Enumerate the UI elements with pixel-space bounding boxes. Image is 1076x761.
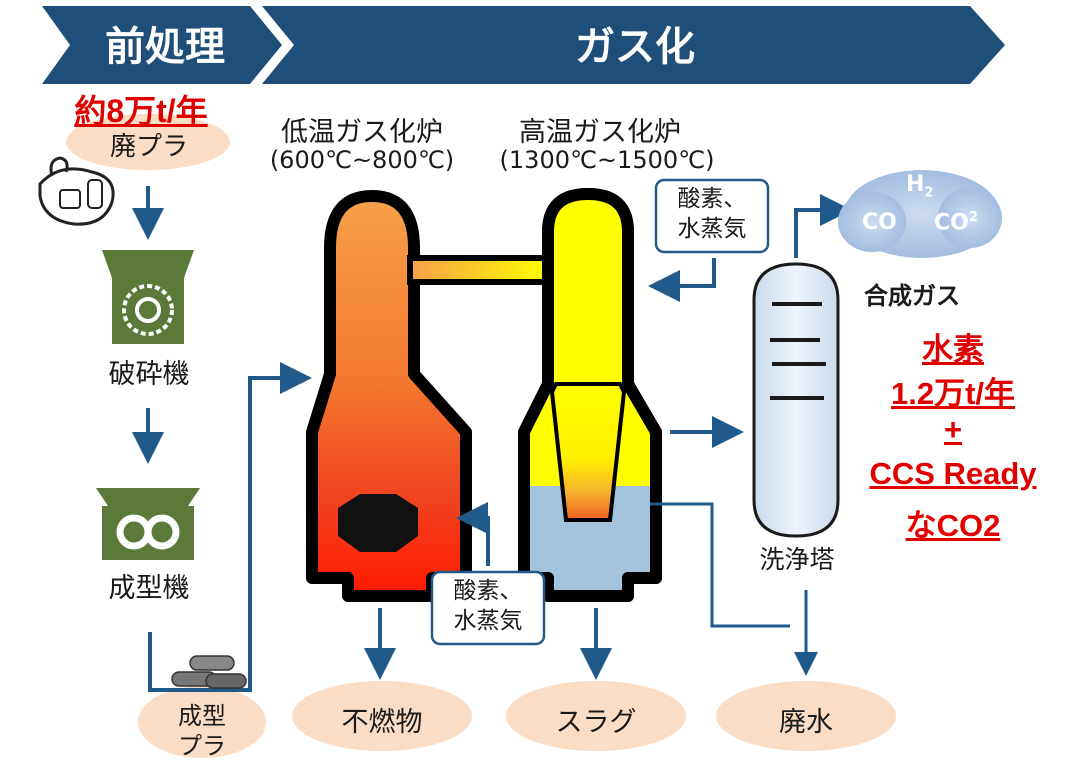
gasification-title: ガス化 (575, 24, 695, 70)
low-temp-range: (600℃~800℃) (269, 146, 455, 174)
callout-hydrogen: 水素 (922, 332, 984, 367)
incombustibles-oval (292, 681, 472, 751)
waste-plastic-oval (66, 114, 230, 170)
plastic-waste-icon (38, 156, 115, 226)
molding-machine (96, 488, 200, 560)
pretreatment-title: 前処理 (105, 24, 225, 70)
callout-hydrogen-amount: 1.2万t/年 (890, 376, 1016, 411)
low-temp-gasifier-name: 低温ガス化炉 (281, 117, 443, 148)
wastewater-oval (716, 681, 896, 751)
oxygen-steam-top-line1: 酸素、 (677, 186, 747, 212)
pretreatment-capacity: 約8万t/年 (74, 93, 208, 129)
crusher-machine (102, 250, 194, 344)
crusher-label: 破砕機 (108, 359, 190, 390)
oxygen-steam-bottom-box (430, 570, 546, 646)
oxygen-steam-top-line2: 水蒸気 (677, 216, 747, 242)
co2-text: CO (934, 210, 969, 236)
molded-plastic-oval (138, 686, 266, 758)
scrubber-label: 洗浄塔 (759, 545, 835, 574)
callout-co2: なCO2 (905, 508, 1001, 543)
syngas-cloud (838, 170, 1002, 258)
syngas-label: 合成ガス (864, 282, 960, 310)
incombustibles-label: 不燃物 (341, 707, 423, 738)
molding-machine-label: 成型機 (108, 573, 190, 604)
slag-label: スラグ (555, 707, 637, 738)
h2-subscript: 2 (924, 185, 934, 201)
connecting-pipe (407, 255, 553, 285)
h2-text: H (906, 172, 925, 197)
molded-plastic-pellets (171, 655, 247, 689)
low-temp-gasifier (306, 190, 472, 602)
h2-label: H2 (906, 172, 933, 200)
molded-plastic-label-2: プラ (178, 732, 226, 760)
oxygen-steam-bottom-line1: 酸素、 (453, 578, 523, 604)
oxygen-steam-bottom-line2: 水蒸気 (453, 608, 523, 634)
high-temp-gasifier (518, 188, 662, 602)
co-label: CO (862, 210, 897, 235)
callout-ccs-ready: CCS Ready (869, 456, 1037, 491)
molded-plastic-label-1: 成型 (178, 702, 226, 730)
high-temp-gasifier-name: 高温ガス化炉 (519, 117, 681, 148)
slag-oval (506, 681, 686, 751)
wastewater-label: 廃水 (779, 707, 833, 738)
high-temp-range: (1300℃~1500℃) (499, 146, 715, 174)
scrubber-tower (752, 262, 840, 538)
oxygen-steam-top-box (654, 178, 770, 254)
co2-subscript: 2 (968, 210, 978, 225)
waste-plastic-label: 廃プラ (109, 132, 188, 162)
callout-plus: + (943, 412, 963, 447)
gasification-banner (262, 6, 1005, 84)
pretreatment-banner (42, 6, 282, 84)
co2-label: CO2 (934, 210, 978, 235)
